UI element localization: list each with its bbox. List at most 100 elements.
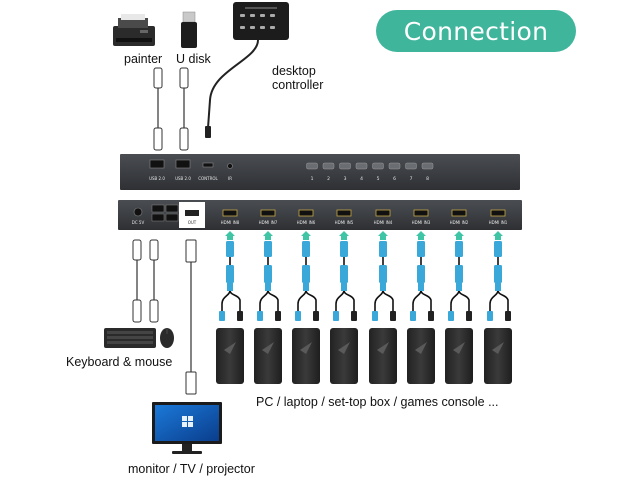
cable-splitter <box>418 283 424 291</box>
front-port-label: USB 2.0 <box>149 176 165 181</box>
connection-title-badge: Connection <box>376 10 576 52</box>
monitor-cable <box>185 239 197 395</box>
hdmi-plug-top <box>379 241 387 257</box>
select-button-number: 6 <box>393 176 396 182</box>
usb-plug <box>219 311 225 321</box>
cable-splitter <box>456 283 462 291</box>
usb-plug <box>487 311 493 321</box>
select-button <box>306 162 318 170</box>
usb-plug <box>372 311 378 321</box>
input-column <box>407 231 435 384</box>
hdmi-plug-bottom <box>494 265 502 283</box>
power-port-label: DC 5V <box>132 220 145 225</box>
hdmi-plug-top <box>302 241 310 257</box>
hdmi-plug-top <box>226 241 234 257</box>
usb-plug <box>333 311 339 321</box>
usb-cable <box>343 289 355 312</box>
hdmi-mini-plug <box>466 311 472 321</box>
select-button-number: 2 <box>327 176 330 182</box>
usb-cable <box>335 289 345 312</box>
usb-cable <box>297 289 307 312</box>
hdmi-plug-bottom <box>340 265 348 283</box>
hdmi-out-label: OUT <box>188 220 197 225</box>
device-logo-icon <box>377 342 389 354</box>
device-logo-icon <box>338 342 350 354</box>
source-device <box>369 328 397 384</box>
connection-arrow <box>301 231 311 240</box>
cable-splitter <box>341 283 347 291</box>
hdmi-in-label: HDMI IN5 <box>335 220 354 225</box>
hdmi-in-label: HDMI IN6 <box>297 220 316 225</box>
usb-plug <box>295 311 301 321</box>
hdmi-plug-bottom <box>302 265 310 283</box>
hdmi-mini-plug <box>428 311 434 321</box>
usb-cable <box>305 289 317 312</box>
connection-arrow <box>263 231 273 240</box>
select-button <box>355 162 368 170</box>
hdmi-in-label: HDMI IN8 <box>221 220 240 225</box>
device-logo-icon <box>224 342 236 354</box>
hdmi-plug-bottom <box>226 265 234 283</box>
usb-cable <box>489 289 499 312</box>
input-column <box>216 231 244 384</box>
source-device <box>216 328 244 384</box>
cable-splitter <box>495 283 501 291</box>
input-column <box>369 231 397 384</box>
hdmi-in-label: HDMI IN2 <box>450 220 469 225</box>
cable-splitter <box>303 283 309 291</box>
select-button-number: 8 <box>426 176 429 182</box>
hdmi-in-port <box>336 209 352 217</box>
connection-arrow <box>339 231 349 240</box>
usb-plug <box>410 311 416 321</box>
select-button <box>372 162 384 170</box>
usb-cable <box>497 289 509 312</box>
cable-splitter <box>380 283 386 291</box>
keyboard-icon <box>104 328 156 348</box>
hdmi-plug-top <box>494 241 502 257</box>
source-device <box>407 328 435 384</box>
front-port-label: USB 2.0 <box>175 176 191 181</box>
desktop-controller-icon <box>205 2 289 138</box>
hdmi-in-port <box>451 209 467 217</box>
input-column <box>292 231 320 384</box>
connection-arrow <box>416 231 426 240</box>
keyboard-cable <box>132 239 159 323</box>
select-button <box>405 162 417 170</box>
device-logo-icon <box>262 342 274 354</box>
select-button-number: 7 <box>410 176 413 182</box>
hdmi-plug-top <box>417 241 425 257</box>
cable-splitter <box>265 283 271 291</box>
usb-cable <box>374 289 384 312</box>
mouse-icon <box>160 328 174 348</box>
hdmi-in-port <box>260 209 276 217</box>
switch-back-panel: DC 5V OUT HDMI IN8 HDMI IN7 HDMI IN6 HDMI IN5… <box>118 200 522 230</box>
usb-cable <box>382 289 394 312</box>
device-logo-icon <box>453 342 465 354</box>
hdmi-in-port <box>375 209 391 217</box>
devices-label: PC / laptop / set-top box / games consol… <box>256 395 499 409</box>
hdmi-in-port <box>490 209 506 217</box>
hdmi-mini-plug <box>275 311 281 321</box>
keyboard-mouse-label: Keyboard & mouse <box>66 355 173 369</box>
front-port-label: IR <box>228 176 232 181</box>
source-device <box>330 328 358 384</box>
source-device <box>484 328 512 384</box>
painter-label: painter <box>124 52 163 66</box>
usb-drive-icon <box>181 11 197 48</box>
usb-plug <box>448 311 454 321</box>
select-button-number: 1 <box>311 176 314 182</box>
source-device <box>292 328 320 384</box>
hdmi-plug-bottom <box>455 265 463 283</box>
hdmi-plug-top <box>455 241 463 257</box>
hdmi-mini-plug <box>237 311 243 321</box>
usb-plug <box>257 311 263 321</box>
desktop-controller-label-line2: controller <box>272 78 324 92</box>
device-logo-icon <box>492 342 504 354</box>
hdmi-in-label: HDMI IN7 <box>259 220 278 225</box>
source-device <box>445 328 473 384</box>
select-button-number: 4 <box>360 176 363 182</box>
select-button <box>339 162 351 170</box>
